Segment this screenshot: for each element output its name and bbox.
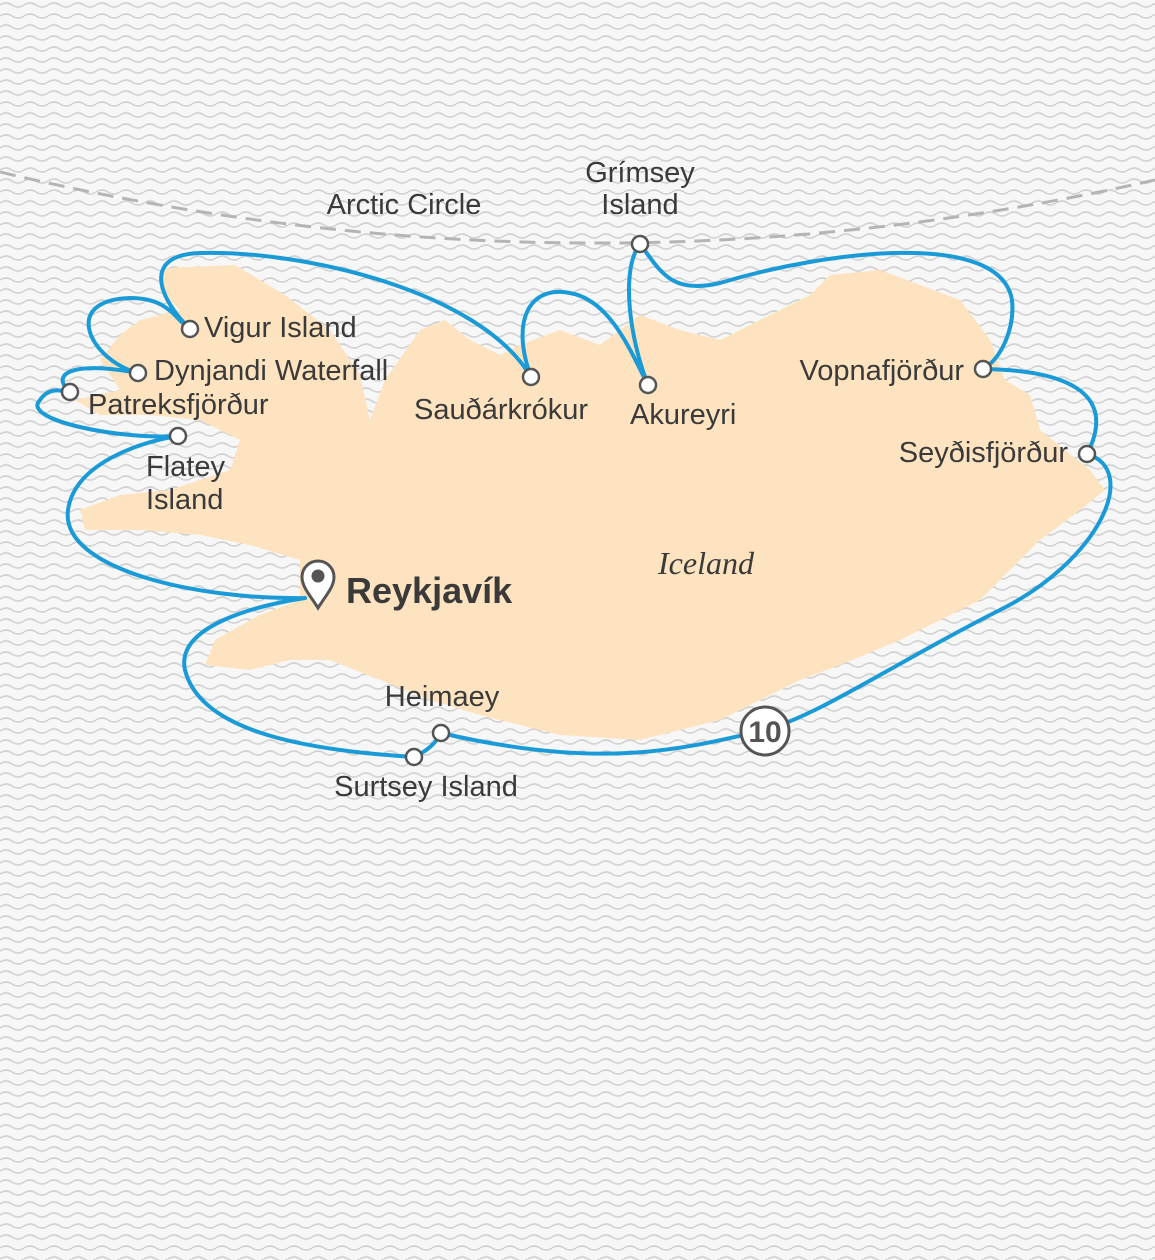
stop-label: Vopnafjörður — [800, 355, 965, 387]
stop-vopnafjordur[interactable] — [973, 359, 993, 379]
days-badge-value: 10 — [748, 716, 781, 749]
country-label: Iceland — [657, 545, 755, 581]
stop-label: Surtsey Island — [334, 771, 518, 803]
arctic-circle-line — [0, 170, 1155, 245]
stop-label: Patreksfjörður — [88, 389, 269, 421]
start-port-label: Reykjavík — [346, 570, 513, 611]
days-badge: 10 — [739, 705, 791, 757]
stop-patreksfjordur[interactable] — [60, 382, 80, 402]
stop-label: Island — [601, 189, 678, 221]
stop-label: Akureyri — [630, 399, 736, 431]
stop-flatey[interactable] — [168, 426, 188, 446]
reykjavik-pin-icon[interactable] — [300, 559, 336, 611]
stop-label: Vigur Island — [204, 312, 357, 344]
stop-label: Seyðisfjörður — [899, 437, 1069, 469]
stop-seydisfjordur[interactable] — [1077, 444, 1097, 464]
stop-dynjandi[interactable] — [128, 363, 148, 383]
stop-markers — [60, 234, 1097, 767]
stop-label: Dynjandi Waterfall — [154, 355, 388, 387]
stop-label: Sauðárkrókur — [414, 394, 588, 426]
stop-saudarkrokur[interactable] — [521, 367, 541, 387]
stop-label: Grímsey — [585, 157, 695, 189]
stop-grimsey[interactable] — [630, 234, 650, 254]
stop-heimaey[interactable] — [431, 723, 451, 743]
stop-label: Flatey — [146, 451, 225, 483]
arctic-circle-label: Arctic Circle — [327, 189, 482, 221]
stop-label: Island — [146, 484, 223, 516]
iceland-landmass — [75, 265, 1105, 740]
stop-label: Heimaey — [385, 681, 500, 713]
stop-surtsey[interactable] — [404, 747, 424, 767]
stop-akureyri[interactable] — [638, 375, 658, 395]
stop-vigur[interactable] — [180, 319, 200, 339]
